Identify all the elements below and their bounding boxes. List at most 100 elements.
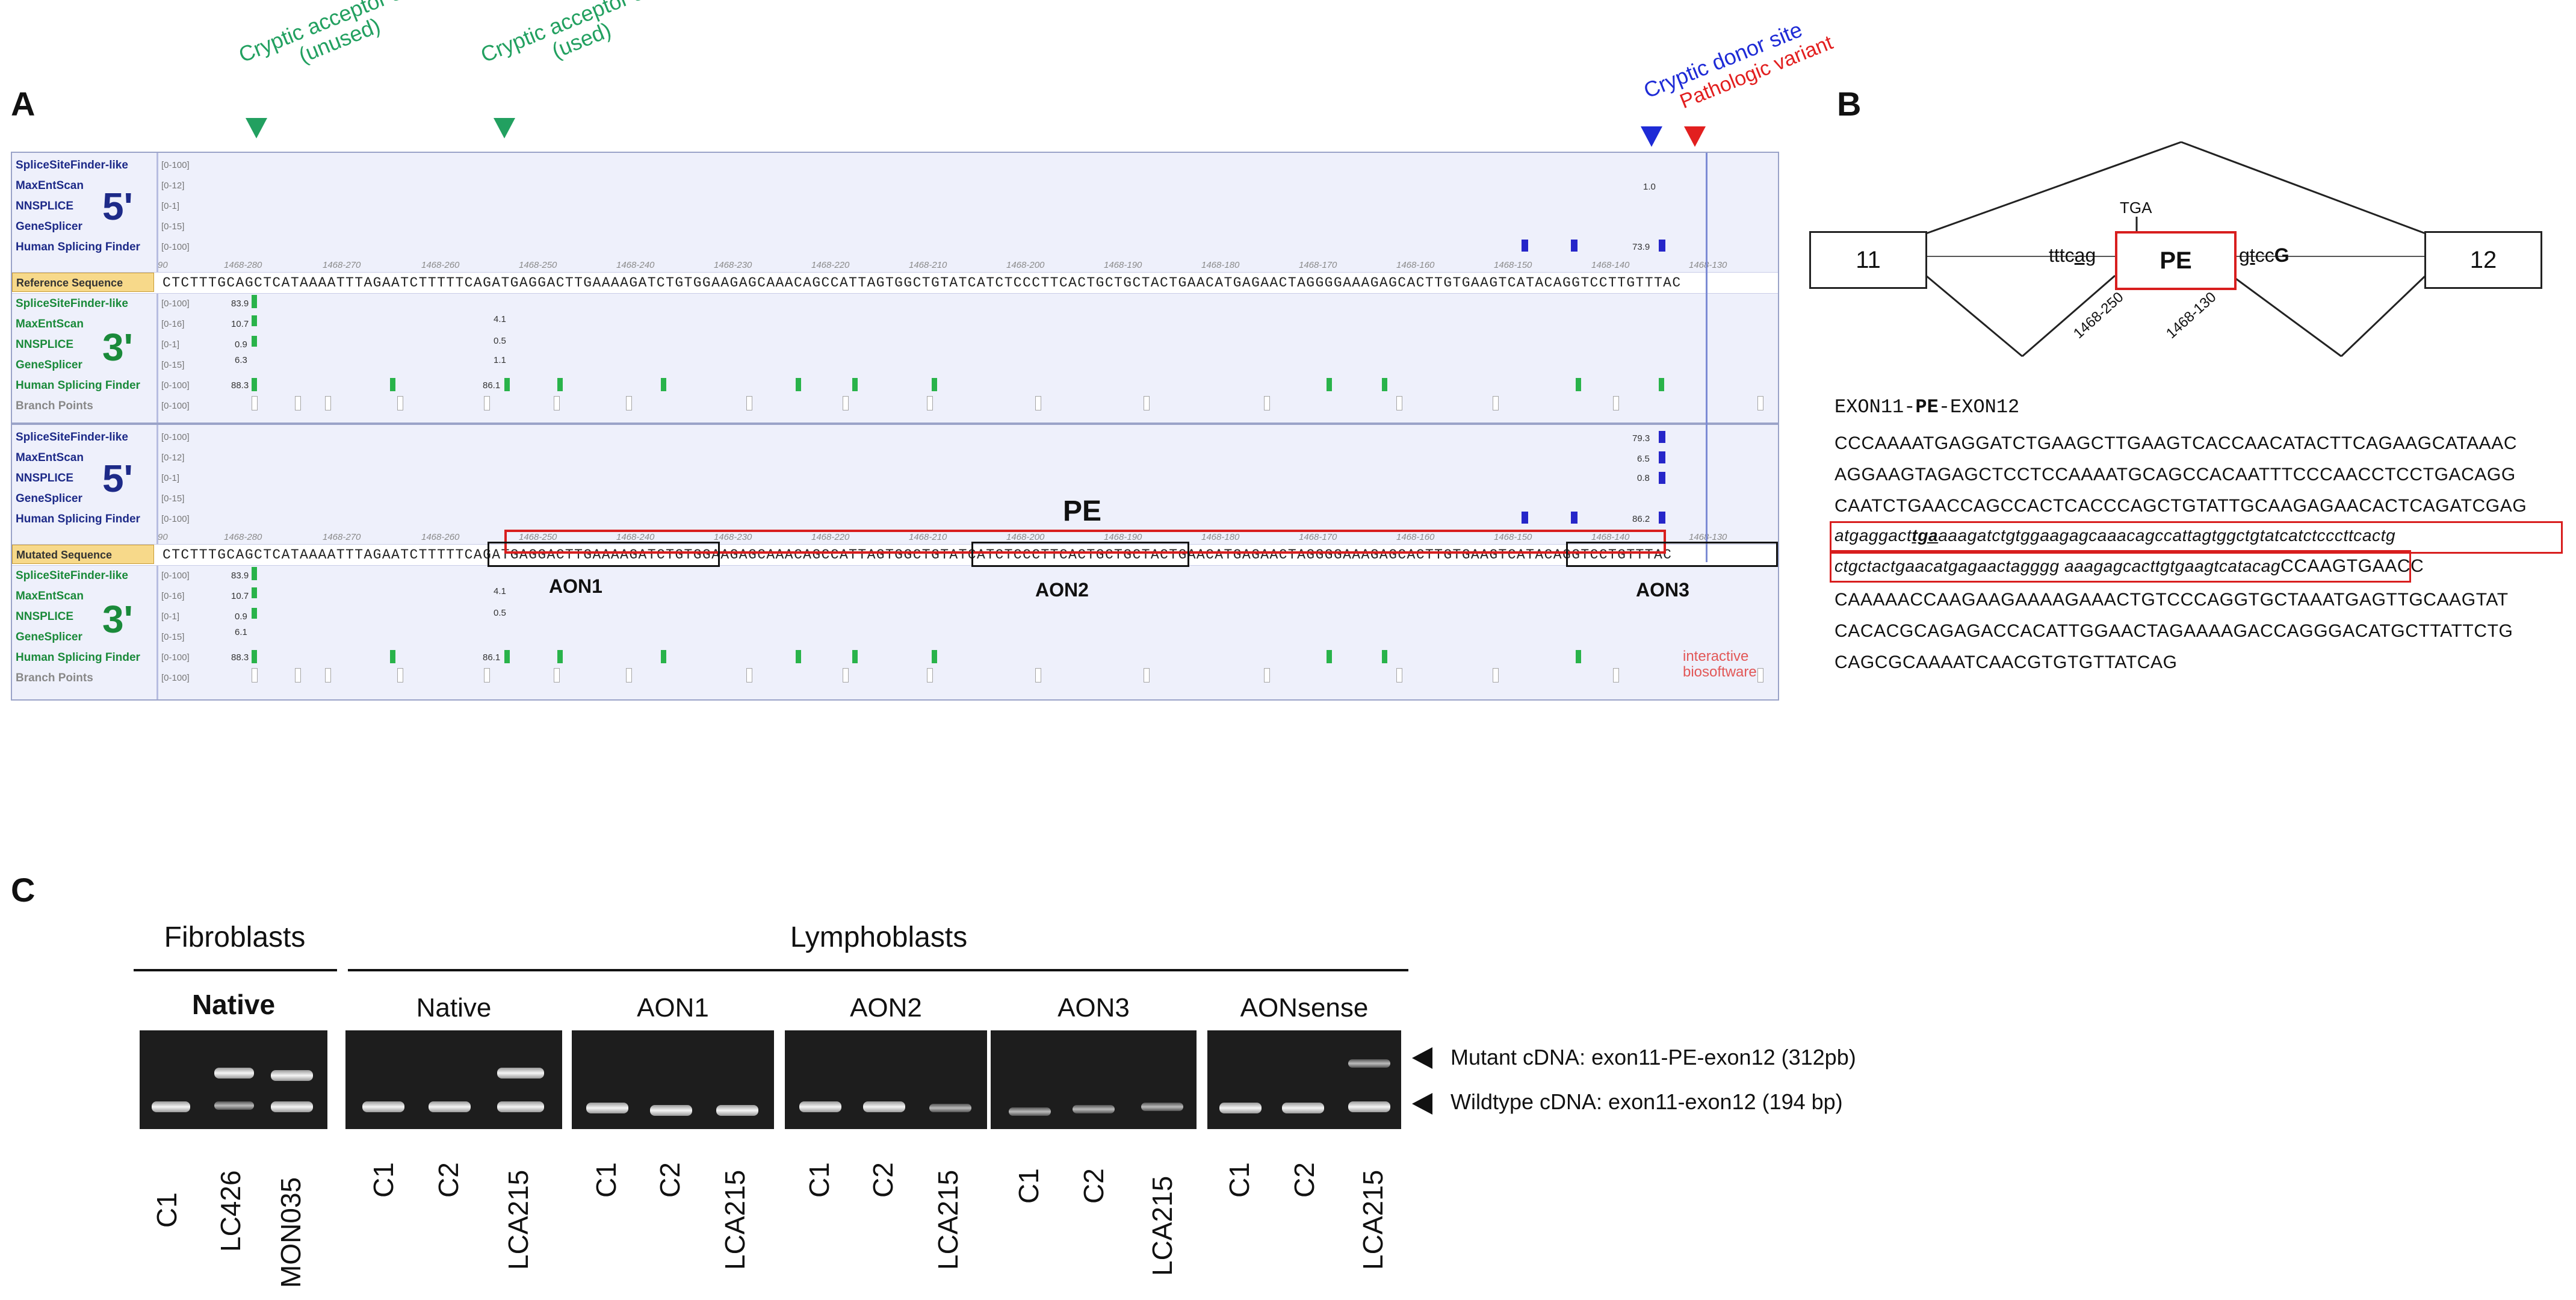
- branch-point-marker: [554, 668, 560, 682]
- hsf-bar: [504, 650, 510, 663]
- coord-label: 1468-220: [811, 260, 850, 270]
- track-label: NNSPLICE: [16, 338, 74, 351]
- splice-line: [2340, 274, 2427, 358]
- hsf-bar: [852, 650, 858, 663]
- track-range: [0-100]: [161, 380, 190, 391]
- coord-label: 1468-210: [909, 260, 947, 270]
- coord-label: 1468-200: [1006, 532, 1045, 542]
- track-label: Branch Points: [16, 400, 93, 412]
- seq-line: CAATCTGAACCAGCCACTCACCCAGCTGTATTGCAAGAGA…: [1834, 496, 2527, 516]
- score-value: 1.0: [1643, 182, 1656, 192]
- seq-part: CCAAGTGAACC: [2280, 556, 2424, 576]
- aon3-label: AON3: [1636, 579, 1689, 601]
- lane-label: C1: [1013, 1168, 1044, 1204]
- lane-label: C1: [1224, 1162, 1255, 1198]
- coord-label: 1468-150: [1494, 532, 1532, 542]
- lane-label: MON035: [275, 1177, 306, 1288]
- score-value: 0.9: [235, 611, 247, 622]
- pe-seq-line: ctgctactgaacatgagaactagggg aaagagcacttgt…: [1834, 556, 2424, 577]
- track-range: [0-16]: [161, 319, 185, 329]
- branch-point-marker: [325, 668, 331, 682]
- track-range: [0-100]: [161, 673, 190, 683]
- sequence-title-part: -EXON12: [1938, 396, 2020, 418]
- donor-site-dinucleotide: gt: [2239, 244, 2255, 266]
- cryptic-acceptor-unused-arrow-icon: [246, 118, 267, 138]
- gel-band: [1348, 1101, 1390, 1112]
- hsf-bar: [796, 378, 801, 391]
- coord-label: 1468-160: [1396, 532, 1435, 542]
- branch-point-marker: [1493, 668, 1499, 682]
- branch-point-marker: [1144, 668, 1150, 682]
- branch-point-marker: [927, 396, 933, 410]
- mutated-track-panel: SpliceSiteFinder-like MaxEntScan NNSPLIC…: [11, 424, 1779, 701]
- hsf-bar: [1659, 240, 1665, 252]
- track-range: [0-100]: [161, 571, 190, 581]
- gel-group-label: AON1: [637, 993, 709, 1023]
- panel-b-letter: B: [1837, 85, 1862, 123]
- track-label: Human Splicing Finder: [16, 513, 140, 525]
- coord-label: 1468-280: [224, 260, 262, 270]
- hsf-bar: [1659, 451, 1665, 463]
- three-prime-label: 3': [102, 598, 133, 641]
- track-label: SpliceSiteFinder-like: [16, 159, 128, 172]
- reference-sequence-label: Reference Sequence: [12, 273, 154, 292]
- gel-group-label: AON2: [850, 993, 922, 1023]
- gel-band: [1348, 1059, 1390, 1068]
- lane-label: C2: [433, 1162, 464, 1198]
- gel-aon2: [785, 1030, 987, 1129]
- hsf-bar: [1382, 378, 1387, 391]
- pathologic-variant-arrow-icon: [1684, 126, 1706, 147]
- hsf-bar: [1576, 650, 1581, 663]
- gel-band: [1282, 1103, 1324, 1113]
- coord-label: 1468-180: [1201, 532, 1240, 542]
- hsf-bar: [852, 378, 858, 391]
- gel-band: [586, 1103, 628, 1113]
- tga-label: TGA: [2120, 199, 2152, 217]
- score-value: 88.3: [231, 380, 249, 391]
- lane-label: C1: [590, 1162, 622, 1198]
- track-range: [0-16]: [161, 591, 185, 601]
- splice-line: [1925, 141, 2182, 235]
- coord-label: 1468-250: [519, 532, 557, 542]
- sequence-title-part: EXON11-: [1834, 396, 1916, 418]
- track-range: [0-1]: [161, 473, 180, 483]
- track-label: MaxEntScan: [16, 451, 84, 464]
- coord-label: 1468-230: [714, 532, 752, 542]
- lane-label: C1: [151, 1192, 182, 1228]
- gel-band: [1141, 1103, 1183, 1111]
- track-label: Human Splicing Finder: [16, 379, 140, 392]
- branch-point-marker: [843, 396, 849, 410]
- seq-line: CAAAAACCAAGAAGAAAAGAAACTGTCCCAGGTGCTAAAT…: [1834, 590, 2509, 610]
- track-range: [0-12]: [161, 453, 185, 463]
- score-value: 83.9: [231, 299, 249, 309]
- hsf-bar: [1522, 512, 1528, 524]
- pe-sequence-box: [1830, 521, 2563, 554]
- gel-band: [362, 1101, 404, 1112]
- branch-point-marker: [1396, 668, 1402, 682]
- track-label: GeneSplicer: [16, 220, 82, 233]
- gel-band: [214, 1068, 254, 1079]
- branch-point-marker: [1493, 396, 1499, 410]
- splice-line: [1925, 274, 2023, 358]
- score-value: 0.9: [235, 339, 247, 350]
- lane-label: LC426: [215, 1170, 246, 1252]
- lane-label: C2: [654, 1162, 686, 1198]
- cryptic-donor-arrow-icon: [1641, 126, 1662, 147]
- branch-point-marker: [1264, 396, 1270, 410]
- hsf-bar: [1659, 472, 1665, 484]
- score-value: 6.3: [235, 355, 247, 365]
- coord-label: 1468-220: [811, 532, 850, 542]
- lane-label: C2: [867, 1162, 899, 1198]
- lane-label: C1: [368, 1162, 399, 1198]
- branch-point-marker: [397, 396, 403, 410]
- hsf-bar: [932, 650, 937, 663]
- coord-label: 1468-130: [1689, 260, 1727, 270]
- aon1-label: AON1: [549, 575, 602, 597]
- track-range: [0-15]: [161, 360, 185, 370]
- splice-diagram: [1925, 141, 2427, 358]
- track-range: [0-100]: [161, 514, 190, 524]
- score-value: 86.1: [483, 652, 501, 663]
- pe-seq-part: ctgctactgaacatgagaactagggg aaagagcacttgt…: [1834, 557, 2281, 575]
- hsf-bar: [390, 378, 395, 391]
- track-range: [0-100]: [161, 242, 190, 252]
